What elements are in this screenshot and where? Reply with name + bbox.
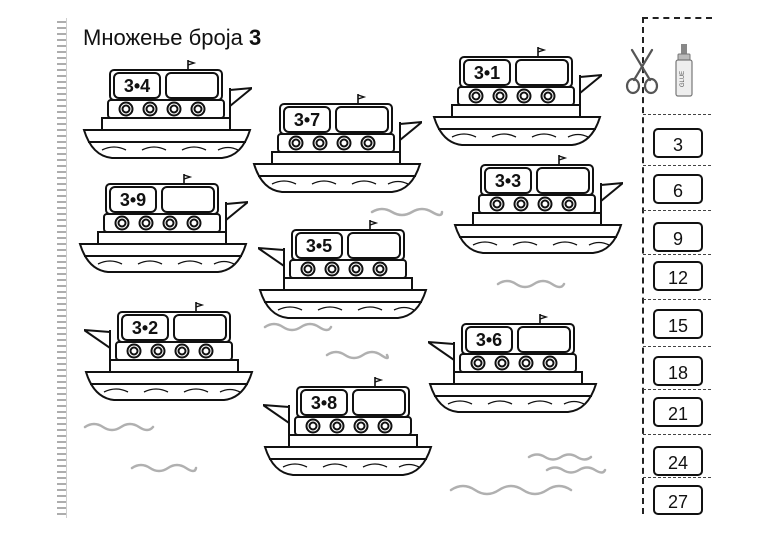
glue-icon: GLUE (675, 44, 693, 97)
answer-card-12[interactable]: 12 (653, 261, 703, 291)
title-number: 3 (248, 25, 262, 50)
ship-problem-8: 3•6 (424, 312, 598, 417)
water-waves (83, 207, 607, 496)
answer-blank[interactable] (174, 315, 226, 340)
answer-card-18[interactable]: 18 (653, 356, 703, 386)
answer-blank[interactable] (166, 73, 218, 98)
answer-card-21[interactable]: 21 (653, 397, 703, 427)
problem-label: 3•6 (475, 330, 503, 350)
problem-label: 3•8 (310, 393, 338, 413)
answer-blank[interactable] (537, 168, 589, 193)
title-text: Множење броја (83, 25, 243, 50)
ship-problem-5: 3•3 (453, 153, 627, 258)
margin-line (66, 18, 67, 518)
cut-line (643, 165, 711, 166)
problem-label: 3•2 (131, 318, 159, 338)
answer-card-24[interactable]: 24 (653, 446, 703, 476)
cut-line (643, 477, 711, 478)
ship-problem-1: 3•4 (82, 58, 256, 163)
answer-blank[interactable] (518, 327, 570, 352)
cut-out-strip (642, 17, 712, 514)
answer-blank[interactable] (348, 233, 400, 258)
answer-blank[interactable] (353, 390, 405, 415)
answer-blank[interactable] (162, 187, 214, 212)
ship-problem-3: 3•1 (432, 45, 606, 150)
cut-line (643, 346, 711, 347)
cut-line (643, 434, 711, 435)
problem-label: 3•7 (293, 110, 321, 130)
answer-blank[interactable] (516, 60, 568, 85)
glue-label: GLUE (680, 71, 686, 87)
cut-line (643, 299, 711, 300)
answer-card-6[interactable]: 6 (653, 174, 703, 204)
page-title: Множење броја 3 (83, 25, 261, 51)
ship-problem-2: 3•7 (252, 92, 426, 197)
problem-label: 3•5 (305, 236, 333, 256)
answer-blank[interactable] (336, 107, 388, 132)
spiral-binding (57, 21, 66, 515)
cut-line (643, 114, 711, 115)
answer-card-3[interactable]: 3 (653, 128, 703, 158)
answer-card-9[interactable]: 9 (653, 222, 703, 252)
cut-line (643, 254, 711, 255)
scissors-icon (625, 48, 659, 95)
problem-label: 3•4 (123, 76, 151, 96)
problem-label: 3•1 (473, 63, 501, 83)
ship-problem-7: 3•2 (80, 300, 254, 405)
answer-card-27[interactable]: 27 (653, 485, 703, 515)
cut-line (643, 210, 711, 211)
answer-card-15[interactable]: 15 (653, 309, 703, 339)
ship-problem-9: 3•8 (259, 375, 433, 480)
cut-line (643, 389, 711, 390)
problem-label: 3•3 (494, 171, 522, 191)
ship-problem-6: 3•5 (254, 218, 428, 323)
problem-label: 3•9 (119, 190, 147, 210)
ship-problem-4: 3•9 (78, 172, 252, 277)
